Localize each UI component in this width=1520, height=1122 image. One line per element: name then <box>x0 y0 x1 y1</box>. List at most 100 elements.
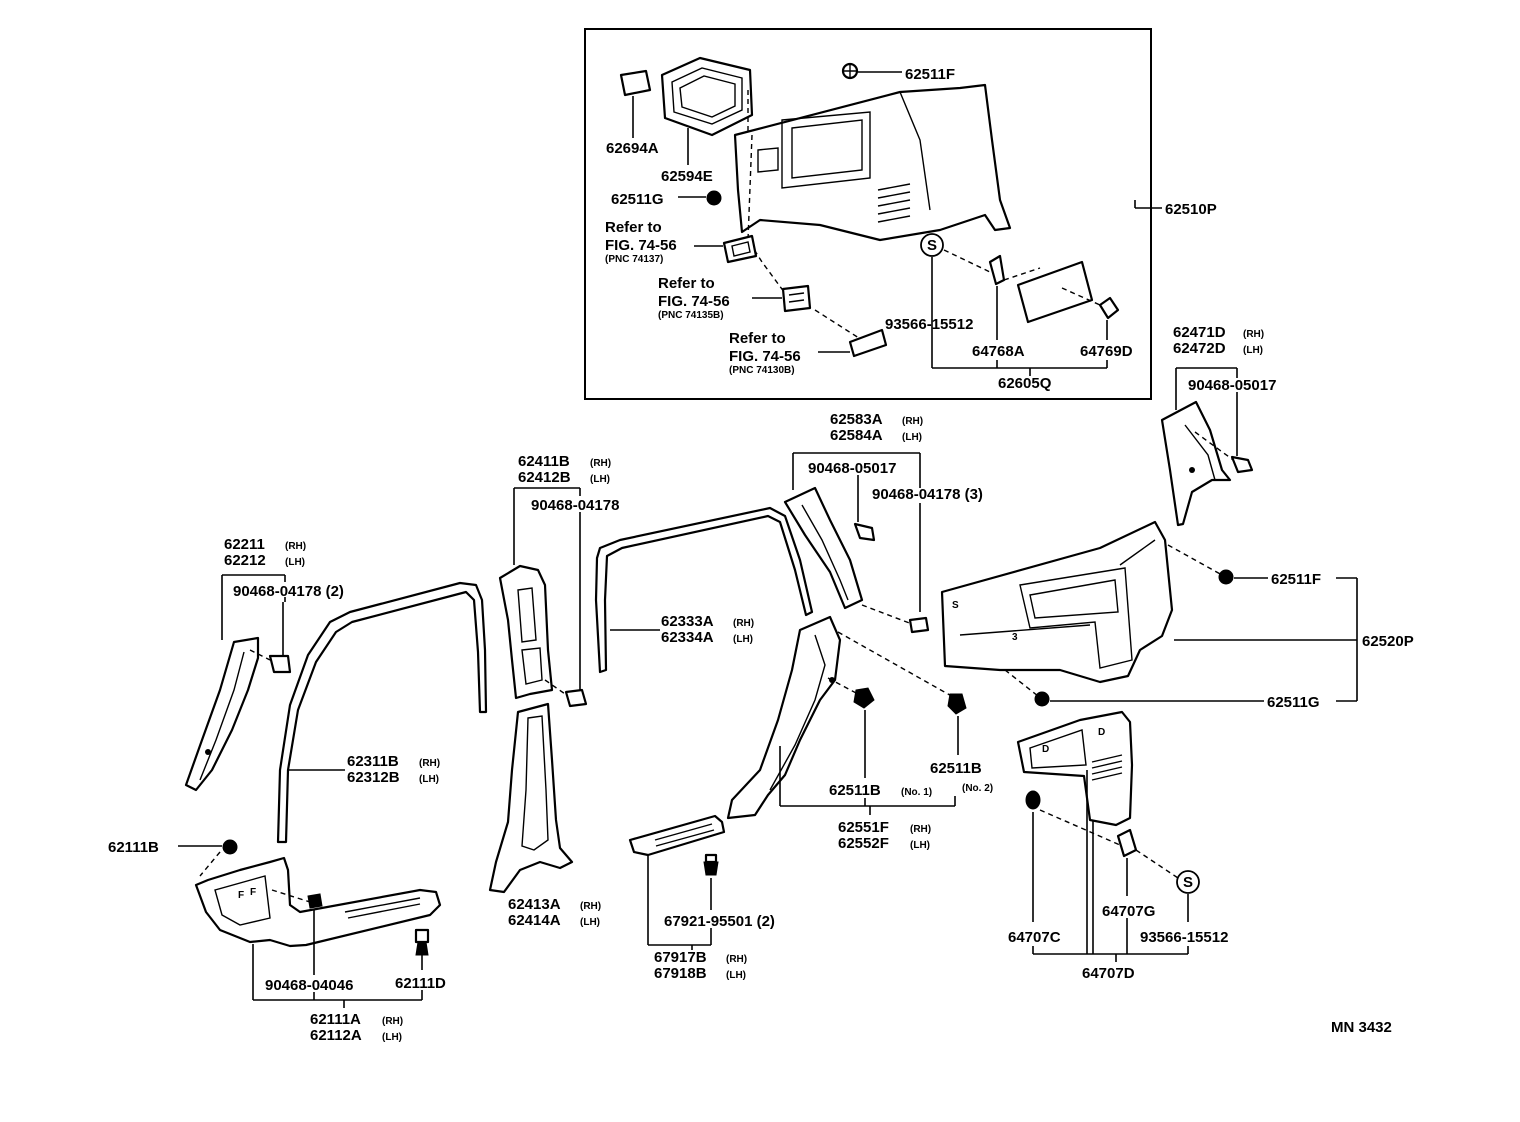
part-pnc-74135B[interactable] <box>781 284 812 313</box>
label-62311B: 62311B <box>347 753 399 770</box>
label-62511F-right: 62511F <box>1271 571 1321 588</box>
clip-62511G-top[interactable] <box>706 190 722 206</box>
svg-text:F: F <box>238 890 244 901</box>
label-62413A: 62413A <box>508 896 561 913</box>
part-62594E[interactable] <box>660 56 754 137</box>
label-62333A: 62333A <box>661 613 714 630</box>
label-90468-05017-right: 90468-05017 <box>1188 377 1276 394</box>
label-62312B-lh: (LH) <box>419 774 439 785</box>
label-62111A-rh: (RH) <box>382 1016 403 1027</box>
label-ref1-line3: (PNC 74137) <box>605 254 663 265</box>
label-62472D-lh: (LH) <box>1243 345 1263 356</box>
part-62413A[interactable] <box>488 702 574 894</box>
clip-90468-04178-3[interactable] <box>908 616 930 634</box>
inset-frame <box>584 28 1152 400</box>
label-62112A-lh: (LH) <box>382 1032 402 1043</box>
label-90468-05017-mid: 90468-05017 <box>808 460 896 477</box>
svg-text:D: D <box>1042 744 1049 755</box>
label-62583A-rh: (RH) <box>902 416 923 427</box>
clip-62511F-top[interactable] <box>841 62 859 80</box>
part-64707D[interactable]: D D <box>1016 710 1134 827</box>
svg-text:3: 3 <box>1012 632 1018 643</box>
part-64769D[interactable] <box>1098 296 1120 320</box>
part-62311B[interactable] <box>276 581 488 844</box>
label-62694A: 62694A <box>606 140 659 157</box>
label-62311B-rh: (RH) <box>419 758 440 769</box>
label-62111A: 62111A <box>310 1011 361 1028</box>
clip-62511B-no2[interactable] <box>947 693 967 715</box>
label-67921-95501: 67921-95501 (2) <box>664 913 775 930</box>
clip-62111D[interactable] <box>414 928 430 956</box>
label-ref3-line3: (PNC 74130B) <box>729 365 795 376</box>
part-62333A[interactable] <box>594 506 814 674</box>
label-62334A: 62334A <box>661 629 714 646</box>
clip-90468-04178-b[interactable] <box>564 688 588 708</box>
mark-s-bottom: S <box>1176 870 1200 894</box>
label-90468-04046: 90468-04046 <box>265 977 353 994</box>
label-ref3-line1: Refer to <box>729 330 786 347</box>
part-62694A[interactable] <box>619 69 652 97</box>
clip-62511F-right[interactable] <box>1218 569 1234 585</box>
label-67917B: 67917B <box>654 949 707 966</box>
part-pnc-74137[interactable] <box>722 234 758 264</box>
label-62414A-lh: (LH) <box>580 917 600 928</box>
label-62212-lh: (LH) <box>285 557 305 568</box>
label-62551F-rh: (RH) <box>910 824 931 835</box>
clip-90468-04046[interactable] <box>307 893 323 909</box>
label-62510P: 62510P <box>1165 201 1217 218</box>
label-64707G: 64707G <box>1102 903 1155 920</box>
clip-62111B[interactable] <box>222 839 238 855</box>
label-62411B: 62411B <box>518 453 570 470</box>
label-62334A-lh: (LH) <box>733 634 753 645</box>
label-67918B: 67918B <box>654 965 707 982</box>
label-67918B-lh: (LH) <box>726 970 746 981</box>
svg-text:F: F <box>250 887 256 898</box>
part-62111A[interactable]: F F <box>194 856 442 948</box>
svg-text:D: D <box>1098 727 1105 738</box>
label-62511G-right: 62511G <box>1267 694 1320 711</box>
part-62211[interactable] <box>184 636 260 792</box>
svg-text:S: S <box>927 237 937 254</box>
part-62510P[interactable] <box>733 83 1012 242</box>
part-67917B[interactable] <box>628 814 726 857</box>
label-90468-04178-3: 90468-04178 (3) <box>872 486 983 503</box>
label-62583A: 62583A <box>830 411 883 428</box>
part-62551F[interactable] <box>726 615 842 820</box>
label-62594E: 62594E <box>661 168 713 185</box>
label-ref2-line3: (PNC 74135B) <box>658 310 724 321</box>
label-62413A-rh: (RH) <box>580 901 601 912</box>
label-93566-15512-bottom: 93566-15512 <box>1140 929 1228 946</box>
svg-text:S: S <box>952 600 959 611</box>
part-62411B[interactable] <box>498 564 554 700</box>
part-62520P[interactable]: S 3 <box>940 520 1174 684</box>
label-62511F-top: 62511F <box>905 66 955 83</box>
label-62511B-no2: (No. 2) <box>962 783 993 794</box>
clip-90468-05017-mid[interactable] <box>853 522 876 542</box>
label-93566-15512-top: 93566-15512 <box>885 316 973 333</box>
bulb-64707C[interactable] <box>1025 790 1041 810</box>
label-62511B-right: 62511B <box>930 760 982 777</box>
part-64769D-lens[interactable] <box>1016 260 1094 324</box>
label-62211-rh: (RH) <box>285 541 306 552</box>
label-62471D-rh: (RH) <box>1243 329 1264 340</box>
label-62511B-no1: (No. 1) <box>901 787 932 798</box>
label-62333A-rh: (RH) <box>733 618 754 629</box>
clip-62511B-no1[interactable] <box>853 687 875 709</box>
part-62583A[interactable] <box>783 486 864 610</box>
part-pnc-74130B[interactable] <box>848 328 888 358</box>
label-62412B: 62412B <box>518 469 571 486</box>
clip-67921-95501[interactable] <box>703 853 719 876</box>
label-62411B-rh: (RH) <box>590 458 611 469</box>
label-62111D: 62111D <box>395 975 446 992</box>
label-62111B: 62111B <box>108 839 159 856</box>
clip-62511G-right[interactable] <box>1034 691 1050 707</box>
label-62412B-lh: (LH) <box>590 474 610 485</box>
socket-64707G[interactable] <box>1116 828 1138 858</box>
svg-text:S: S <box>1183 874 1193 891</box>
part-64768A[interactable] <box>988 254 1006 286</box>
clip-90468-05017-right[interactable] <box>1230 455 1254 474</box>
clip-90468-04178-2[interactable] <box>268 654 292 674</box>
part-62471D[interactable] <box>1160 400 1232 527</box>
label-64768A: 64768A <box>972 343 1025 360</box>
label-67917B-rh: (RH) <box>726 954 747 965</box>
